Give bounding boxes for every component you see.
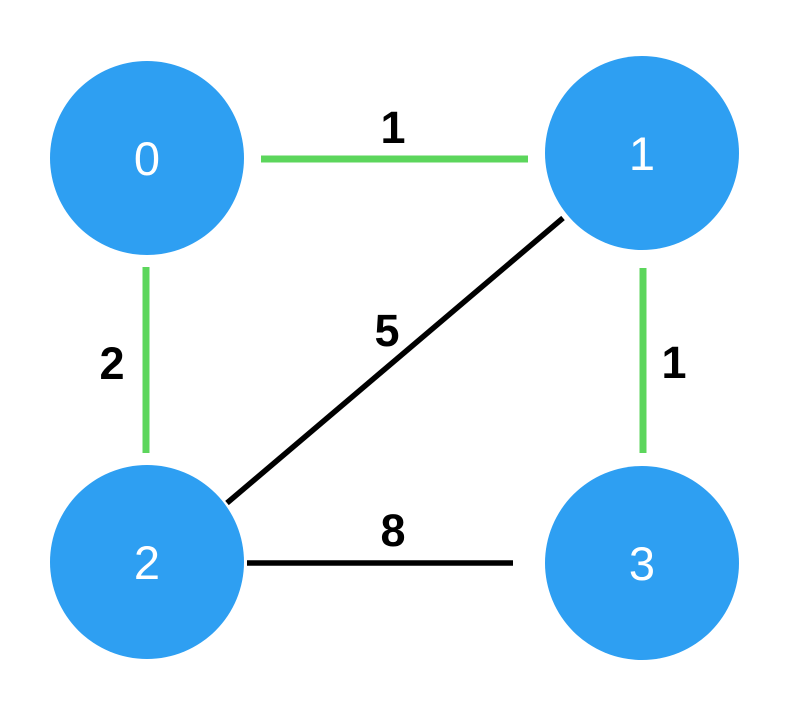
- node-3: 3: [545, 466, 739, 660]
- node-0-label: 0: [134, 132, 160, 185]
- edge-2-1: [225, 215, 565, 506]
- node-1-label: 1: [629, 127, 655, 180]
- node-2-label: 2: [134, 536, 160, 589]
- edge-weight-labels: 1 2 1 5 8: [99, 102, 686, 556]
- node-1: 1: [545, 56, 739, 250]
- edge-0-1-weight: 1: [380, 102, 405, 153]
- edge-2-1-weight: 5: [374, 305, 399, 356]
- node-0-circle: [50, 61, 244, 255]
- edge-1-3-weight: 1: [661, 337, 686, 388]
- node-2: 2: [50, 465, 244, 659]
- edge-0-2-weight: 2: [99, 338, 124, 389]
- node-3-label: 3: [629, 537, 655, 590]
- edge-2-3-weight: 8: [380, 505, 405, 556]
- node-3-circle: [545, 466, 739, 660]
- node-1-circle: [545, 56, 739, 250]
- node-0: 0: [50, 61, 244, 255]
- edge-lines: [142, 155, 647, 566]
- node-2-circle: [50, 465, 244, 659]
